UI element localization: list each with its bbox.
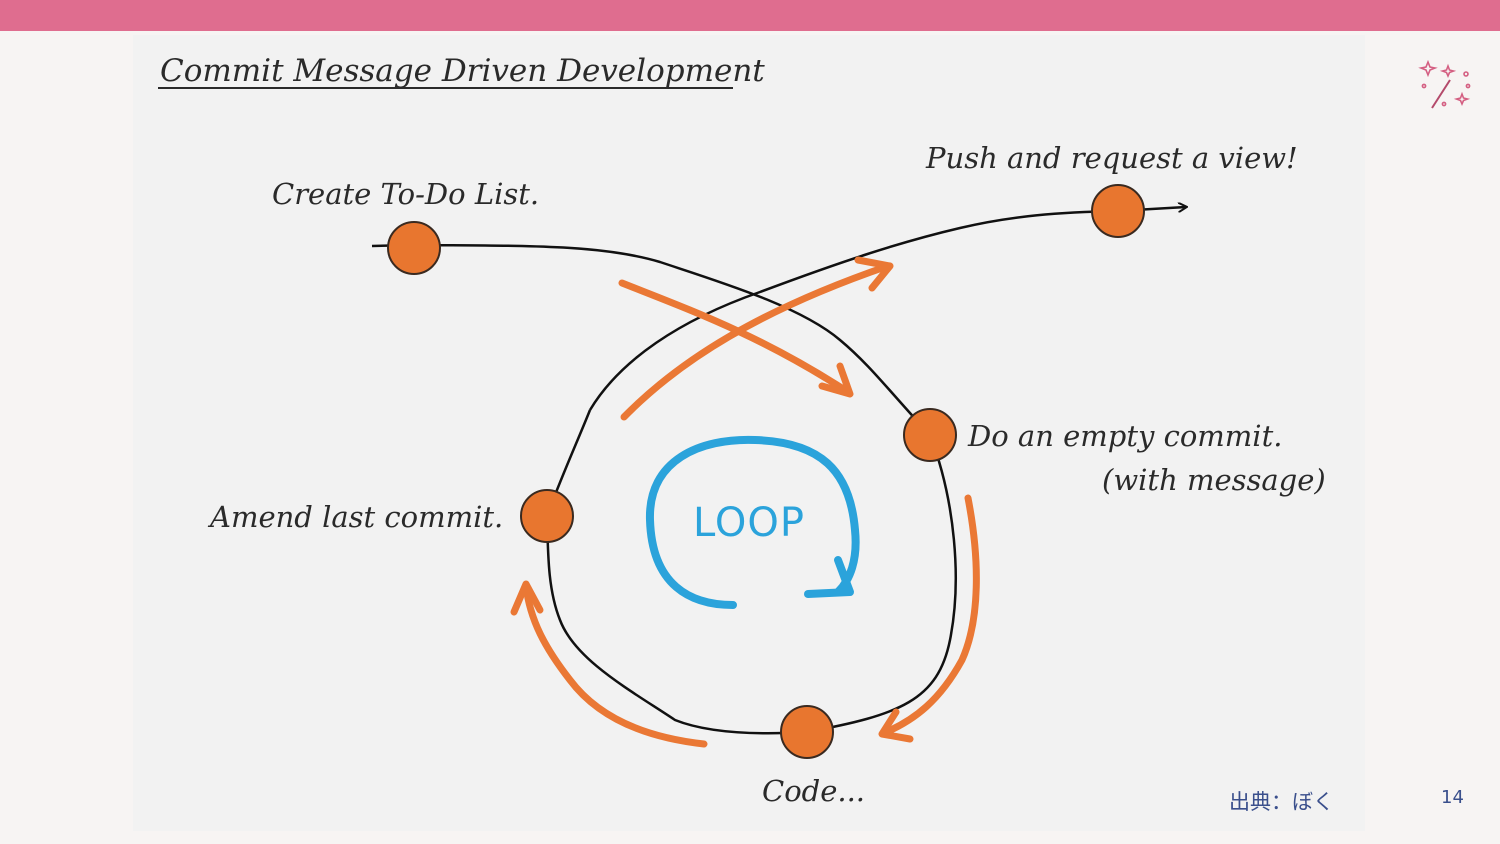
slide-title: Commit Message Driven Development	[160, 53, 765, 89]
loop-arrow	[645, 435, 860, 609]
label-empty-commit: Do an empty commit.	[967, 419, 1282, 453]
cycle-line	[545, 409, 957, 735]
label-empty-commit-note: (with message)	[1102, 463, 1326, 497]
top-accent-bar	[0, 0, 1500, 31]
node-amend	[520, 489, 574, 543]
diagram-panel	[133, 35, 1365, 831]
node-empty-commit	[903, 408, 957, 462]
node-push-request	[1091, 184, 1145, 238]
page-number: 14	[1441, 787, 1464, 808]
arrow-todo-to-commit-head	[818, 362, 854, 398]
label-amend: Amend last commit.	[207, 500, 503, 534]
arrow-commit-to-code	[880, 494, 980, 737]
arrow-amend-to-push	[620, 262, 892, 421]
arrow-amend-to-push-head	[854, 256, 894, 292]
node-code	[780, 705, 834, 759]
exit-line	[588, 207, 1186, 411]
label-push-request: Push and request a view!	[925, 141, 1298, 175]
loop-label: LOOP	[693, 500, 805, 546]
arrow-todo-to-commit	[618, 279, 852, 396]
arrow-code-to-amend-head	[510, 580, 544, 616]
magic-wand-sparkles-icon	[1418, 59, 1471, 109]
label-code: Code...	[762, 774, 865, 808]
arrow-code-to-amend	[522, 582, 708, 748]
loop-arrow-head	[804, 556, 854, 598]
label-create-todo: Create To-Do List.	[272, 177, 539, 211]
entry-line	[371, 243, 931, 436]
arrow-commit-to-code-head	[878, 708, 914, 743]
source-credit: 出典：ぼく	[1229, 790, 1334, 814]
node-create-todo	[387, 221, 441, 275]
